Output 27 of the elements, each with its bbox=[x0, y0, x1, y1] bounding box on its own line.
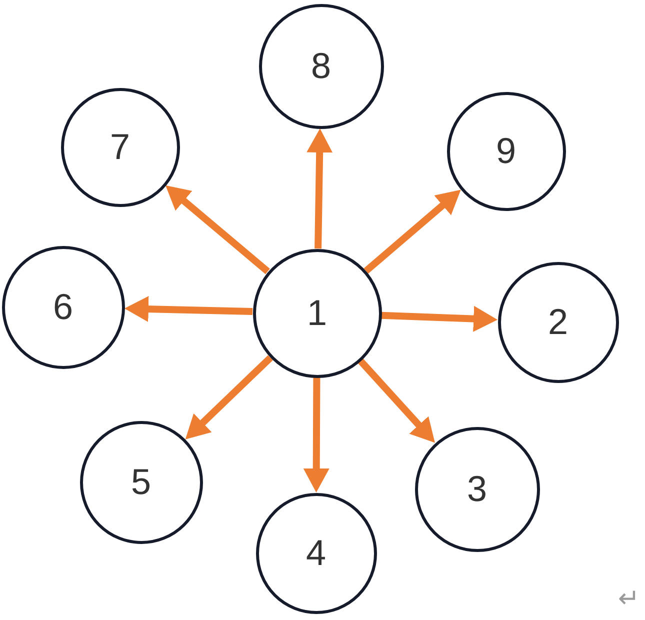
node-number: 7 bbox=[110, 129, 130, 165]
arrow bbox=[303, 377, 330, 493]
circle-node bbox=[2, 246, 124, 368]
circle-node bbox=[414, 426, 540, 552]
node-number: 4 bbox=[306, 535, 326, 571]
arrow bbox=[182, 355, 273, 442]
paragraph-mark: ↵ bbox=[618, 586, 640, 612]
circle-node bbox=[60, 88, 180, 206]
node-number: 6 bbox=[52, 289, 74, 325]
node-number: 8 bbox=[310, 48, 332, 84]
circle-node bbox=[80, 420, 202, 544]
arrow bbox=[124, 296, 253, 322]
arrow bbox=[381, 306, 498, 332]
arrow bbox=[364, 187, 464, 274]
circle-node bbox=[256, 492, 376, 614]
circle-node bbox=[498, 262, 618, 382]
node-number: 3 bbox=[466, 471, 488, 507]
arrow bbox=[163, 182, 270, 274]
circle-node bbox=[446, 92, 566, 210]
node-number: 1 bbox=[306, 295, 328, 331]
node-number: 5 bbox=[130, 464, 152, 500]
circle-node bbox=[252, 248, 382, 378]
node-number: 9 bbox=[496, 133, 516, 169]
circle-node bbox=[258, 4, 384, 128]
arrow bbox=[358, 358, 438, 446]
node-number: 2 bbox=[548, 304, 568, 340]
arrow bbox=[306, 128, 333, 249]
